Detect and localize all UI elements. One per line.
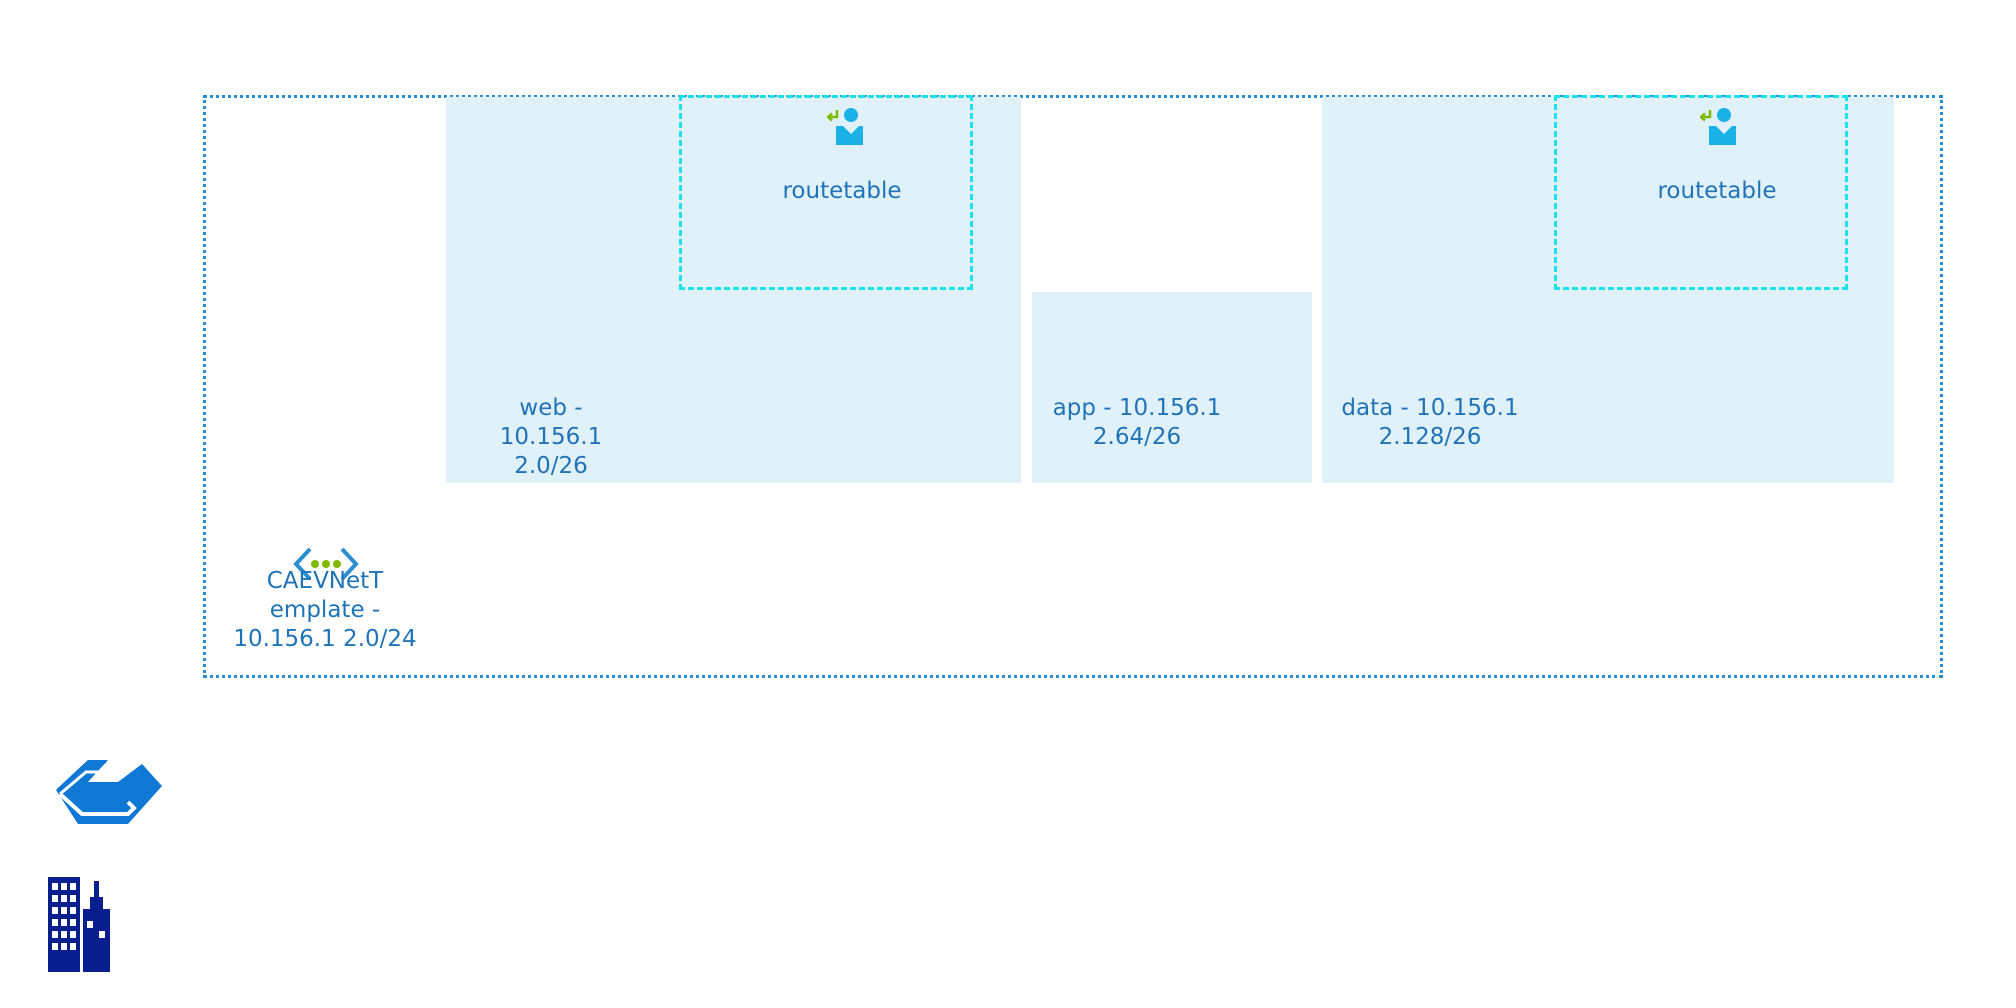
subnet-data[interactable] [1322,97,1894,483]
vnet-container[interactable] [203,95,1943,678]
route-table-icon [827,106,863,146]
route-table-data[interactable] [1554,95,1848,290]
cloud-connection-icon [48,750,164,830]
subnet-app-label: app - 10.156.1 2.64/26 [1052,395,1222,450]
subnet-web-label: web - 10.156.1 2.0/26 [499,395,603,479]
route-table-label: routetable [782,178,902,204]
on-premises-building-icon [47,873,111,973]
subnet-data-label: data - 10.156.1 2.128/26 [1341,395,1519,450]
route-table-web[interactable] [679,95,973,290]
route-table-label: routetable [1657,178,1777,204]
vnet-label: CAEVNetT emplate - 10.156.1 2.0/24 [233,568,417,652]
route-table-icon [1700,106,1736,146]
virtual-network-icon [293,546,359,582]
subnet-app[interactable] [1032,292,1312,483]
subnet-web[interactable] [446,97,1021,483]
